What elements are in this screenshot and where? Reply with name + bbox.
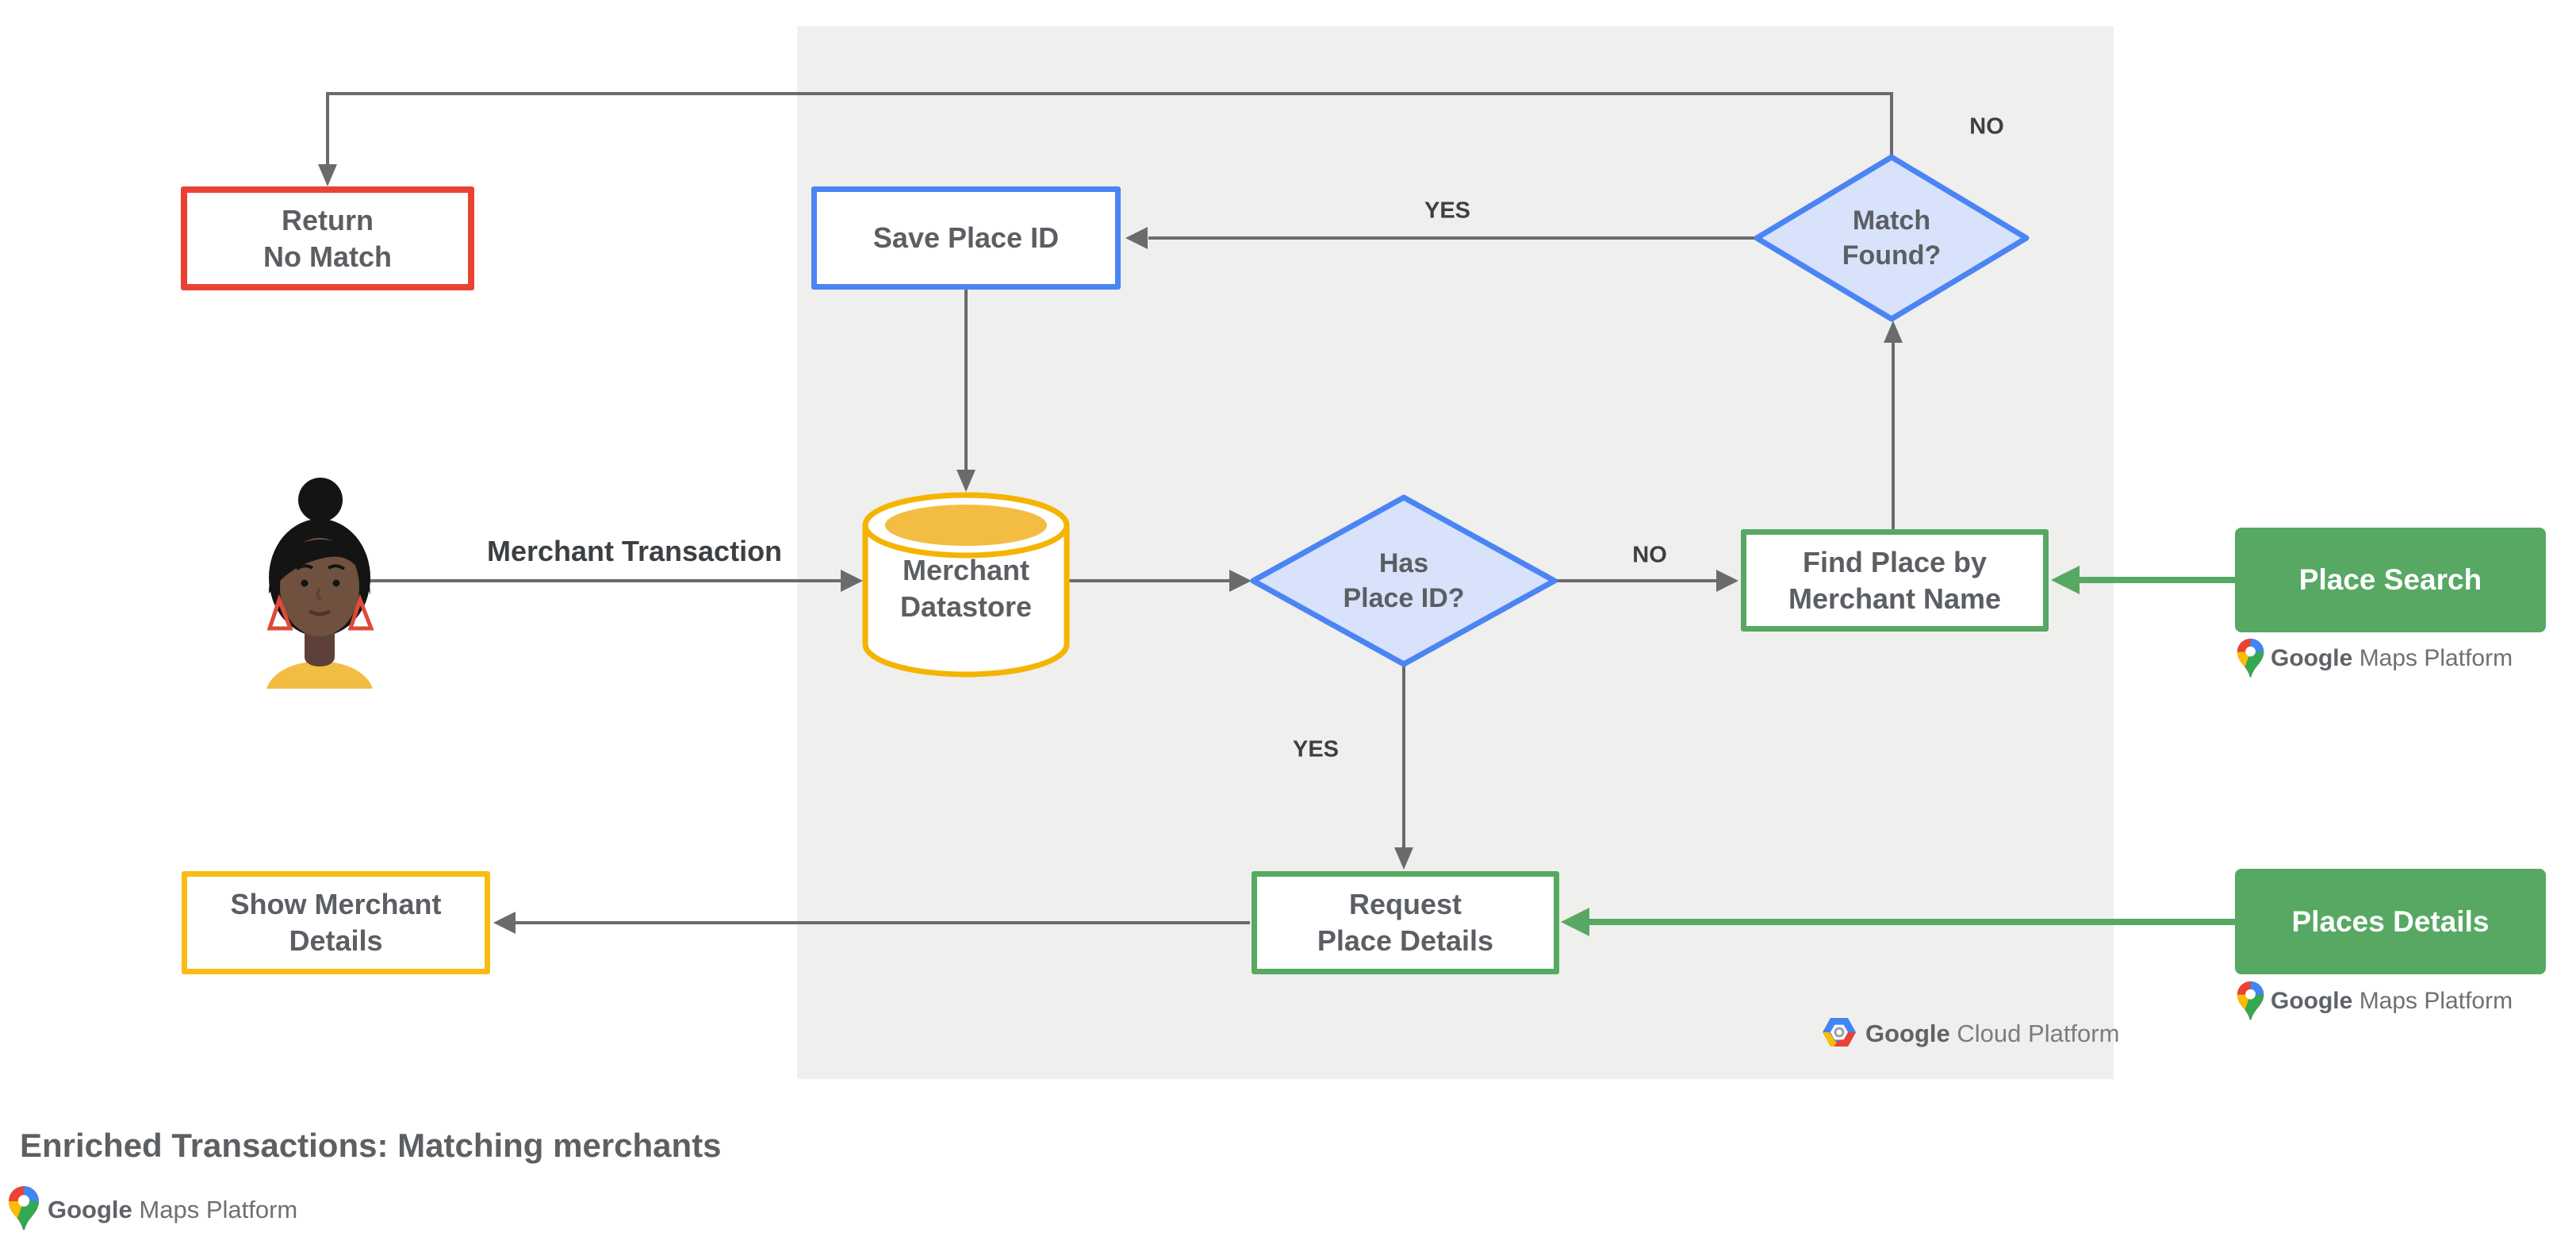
logo-brand: Google [48,1196,132,1223]
node-label: Find Place by [1802,545,1988,578]
match-found-label: Match Found? [1773,200,2011,276]
node-label: Request [1348,888,1462,921]
arrowhead-left-request-green [1561,908,1589,936]
diamond-label-line: Place ID? [1343,583,1465,613]
logo-brand: Google [1865,1020,1950,1047]
green-arrowheads [1561,566,2080,936]
node-label: Details [289,924,383,957]
arrowhead-left-show [493,912,516,934]
edge-label-yes-save: YES [1424,198,1471,224]
node-label: Save Place ID [872,221,1060,255]
node-label: No Match [263,240,392,273]
edge-label-no-find: NO [1632,542,1667,568]
node-label: Show Merchant [230,888,442,921]
arrowhead-right-hasplaceid [1229,570,1252,592]
earring-right [347,593,374,631]
arrowhead-down-request [1394,847,1413,870]
cylinder-label-line: Merchant [902,554,1030,587]
diagram-title: Enriched Transactions: Matching merchant… [20,1127,722,1164]
merchant-datastore-label: Merchant Datastore [867,549,1065,628]
arrowhead-right-datastore [841,570,863,592]
earring-left [266,593,293,631]
node-find-place-by-merchant-name: Find Place by Merchant Name [1741,529,2049,632]
node-label: Return [282,203,374,236]
green-edges [1588,577,2235,925]
gray-edges [326,92,1895,924]
maps-platform-logo-text: Google Maps Platform [2271,645,2513,672]
cloud-platform-logo-text: Google Cloud Platform [1865,1020,2119,1048]
node-save-place-id: Save Place ID [811,186,1121,290]
has-place-id-label: Has Place ID? [1285,543,1523,619]
maps-platform-logo-text: Google Maps Platform [2271,988,2513,1015]
match-found-diamond [1754,154,2030,322]
cloud-platform-hex-icon [1821,1016,1857,1048]
arrowhead-down-return [318,164,337,186]
arrowhead-right-findplace [1716,570,1738,592]
arrowhead-left-findplace-green [2051,566,2080,594]
diamond-label-line: Match [1852,205,1931,236]
logo-product: Maps Platform [139,1196,298,1223]
user-avatar [266,478,374,689]
arrowhead-left-save [1125,227,1148,249]
maps-platform-logo: Google Maps Platform [2271,643,2513,674]
api-box-place-search: Place Search [2235,528,2546,632]
logo-product: Maps Platform [2359,645,2513,671]
maps-platform-logo-footer: Google Maps Platform [48,1194,297,1226]
edge-label-yes-request: YES [1292,736,1340,762]
diamond-label-line: Has [1378,547,1429,578]
arrowhead-up-matchfound [1884,321,1903,343]
maps-platform-pin-icon [2237,638,2264,678]
node-show-merchant-details: Show Merchant Details [182,871,490,974]
logo-product: Maps Platform [2359,988,2513,1014]
cloud-platform-logo: Google Cloud Platform [1865,1019,2119,1049]
arrowhead-down-datastore [956,470,976,492]
diamond-label-line: Found? [1842,240,1942,271]
edge-match-no-to-return [326,92,1893,166]
cylinder-label-line: Datastore [899,590,1033,623]
maps-platform-logo: Google Maps Platform [2271,985,2513,1017]
node-label: Place Details [1317,924,1494,957]
merchant-datastore-cylinder [862,492,1070,678]
node-label: Merchant Name [1788,582,2002,615]
api-box-places-details: Places Details [2235,869,2546,974]
merchant-transaction-label: Merchant Transaction [486,535,783,567]
has-place-id-diamond [1250,494,1558,667]
gray-arrowheads [318,164,1903,934]
logo-product: Cloud Platform [1957,1020,2120,1047]
logo-brand: Google [2271,988,2353,1014]
maps-platform-pin-icon [2237,981,2264,1020]
node-request-place-details: Request Place Details [1252,871,1559,974]
logo-brand: Google [2271,645,2353,671]
edge-label-no-top: NO [1969,113,2004,140]
node-return-no-match: Return No Match [181,186,474,290]
api-box-label: Place Search [2298,563,2482,596]
maps-platform-logo-text: Google Maps Platform [48,1196,297,1224]
api-box-label: Places Details [2291,904,2490,938]
maps-platform-pin-icon [9,1186,39,1230]
